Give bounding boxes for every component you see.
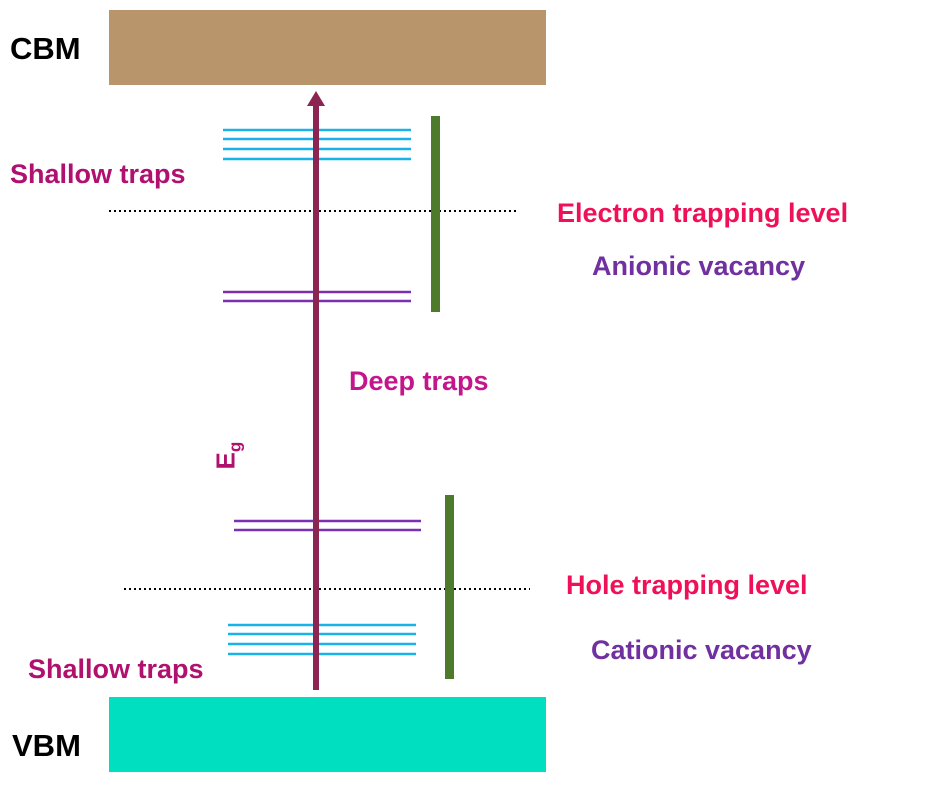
vbm-label: VBM	[12, 728, 81, 763]
band-gap-symbol: E	[210, 452, 241, 470]
band-gap-subscript: g	[225, 441, 245, 453]
shallow-traps-bottom-label: Shallow traps	[28, 654, 204, 684]
electron-trapping-level-label: Electron trapping level	[557, 198, 849, 228]
deep-traps-label: Deep traps	[349, 366, 489, 396]
valence-band	[109, 697, 546, 772]
band-gap-label: Eg	[210, 441, 245, 470]
anionic-vacancy-label: Anionic vacancy	[592, 251, 806, 281]
cationic-vacancy-label: Cationic vacancy	[591, 635, 812, 665]
anionic-vacancy-bar	[431, 116, 440, 312]
cationic-vacancy-bar	[445, 495, 454, 679]
conduction-band	[109, 10, 546, 85]
shallow-hole-trap-lines	[228, 623, 416, 656]
shallow-traps-top-label: Shallow traps	[10, 159, 186, 189]
band-gap-arrow	[307, 91, 325, 690]
deep-hole-trap-lines	[234, 519, 421, 532]
hole-trapping-level-label: Hole trapping level	[566, 570, 808, 600]
cbm-label: CBM	[10, 31, 81, 66]
